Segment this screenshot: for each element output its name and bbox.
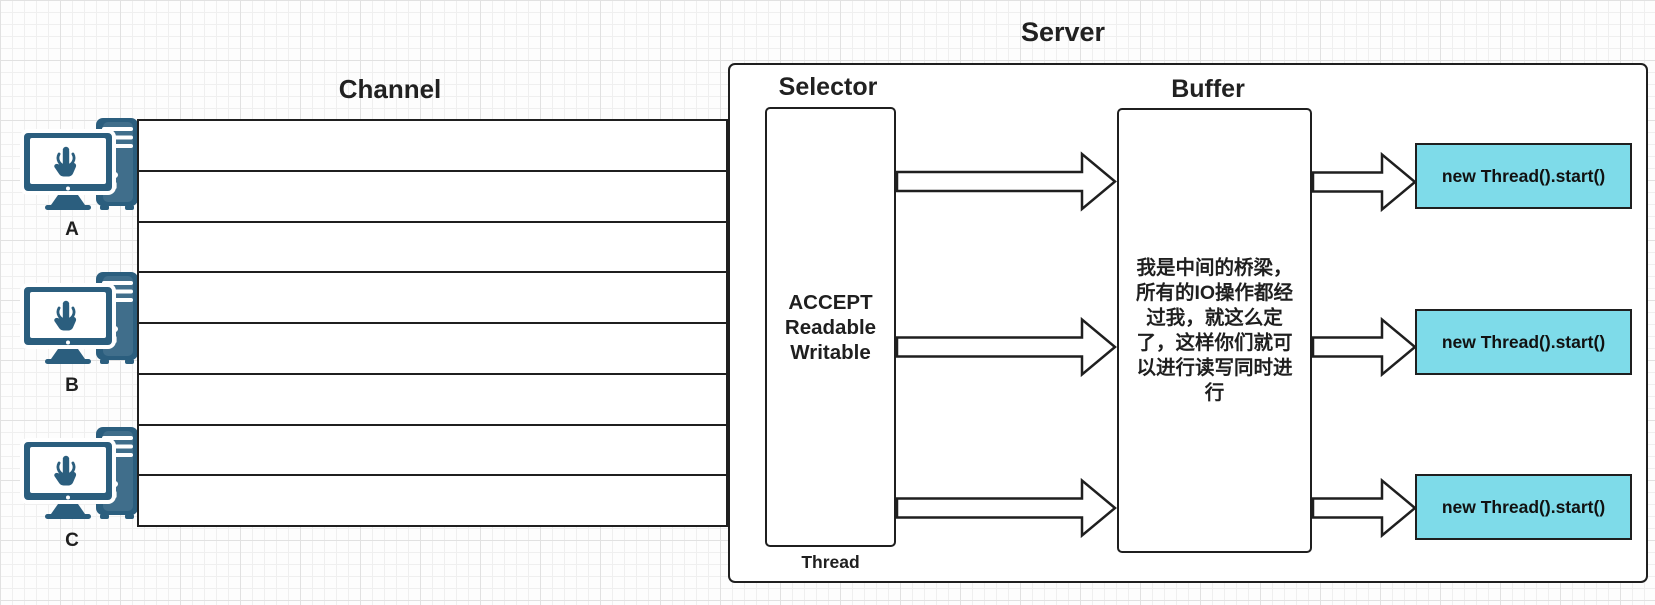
channel-row bbox=[139, 423, 726, 475]
server-title: Server bbox=[1020, 17, 1106, 47]
channel-rows bbox=[137, 119, 728, 527]
client-label: B bbox=[65, 375, 79, 396]
channel-row bbox=[139, 372, 726, 424]
client-computer-icon bbox=[20, 272, 140, 364]
thread-caption: Thread bbox=[801, 552, 860, 572]
channel-title: Channel bbox=[338, 74, 442, 104]
client-computer-icon bbox=[20, 427, 140, 519]
new-thread-box: new Thread().start() bbox=[1415, 143, 1632, 209]
buffer-text-line: 了，这样你们就可 bbox=[1136, 331, 1293, 354]
buffer-text-line: 行 bbox=[1204, 381, 1225, 404]
buffer-box: 我是中间的桥梁， 所有的IO操作都经 过我，就这么定 了，这样你们就可 以进行读… bbox=[1117, 108, 1312, 553]
selector-line: Writable bbox=[790, 340, 871, 364]
channel-row bbox=[139, 271, 726, 322]
client-label: A bbox=[65, 219, 79, 240]
selector-line: Readable bbox=[784, 315, 877, 339]
buffer-text-line: 我是中间的桥梁， bbox=[1136, 256, 1293, 279]
channel-row bbox=[139, 121, 726, 170]
channel-row bbox=[139, 322, 726, 373]
channel-row bbox=[139, 220, 726, 272]
buffer-text-line: 以进行读写同时进 bbox=[1136, 356, 1293, 379]
selector-title: Selector bbox=[778, 73, 878, 101]
channel-row bbox=[139, 169, 726, 221]
client-computer-icon bbox=[20, 118, 140, 210]
buffer-title: Buffer bbox=[1171, 75, 1245, 103]
selector-box: ACCEPT Readable Writable bbox=[765, 107, 896, 547]
new-thread-box: new Thread().start() bbox=[1415, 474, 1632, 540]
new-thread-box: new Thread().start() bbox=[1415, 309, 1632, 375]
buffer-text-line: 所有的IO操作都经 bbox=[1135, 281, 1294, 304]
channel-row bbox=[139, 474, 726, 525]
selector-line: ACCEPT bbox=[788, 290, 873, 314]
buffer-text-line: 过我，就这么定 bbox=[1146, 306, 1283, 329]
client-label: C bbox=[65, 530, 79, 551]
